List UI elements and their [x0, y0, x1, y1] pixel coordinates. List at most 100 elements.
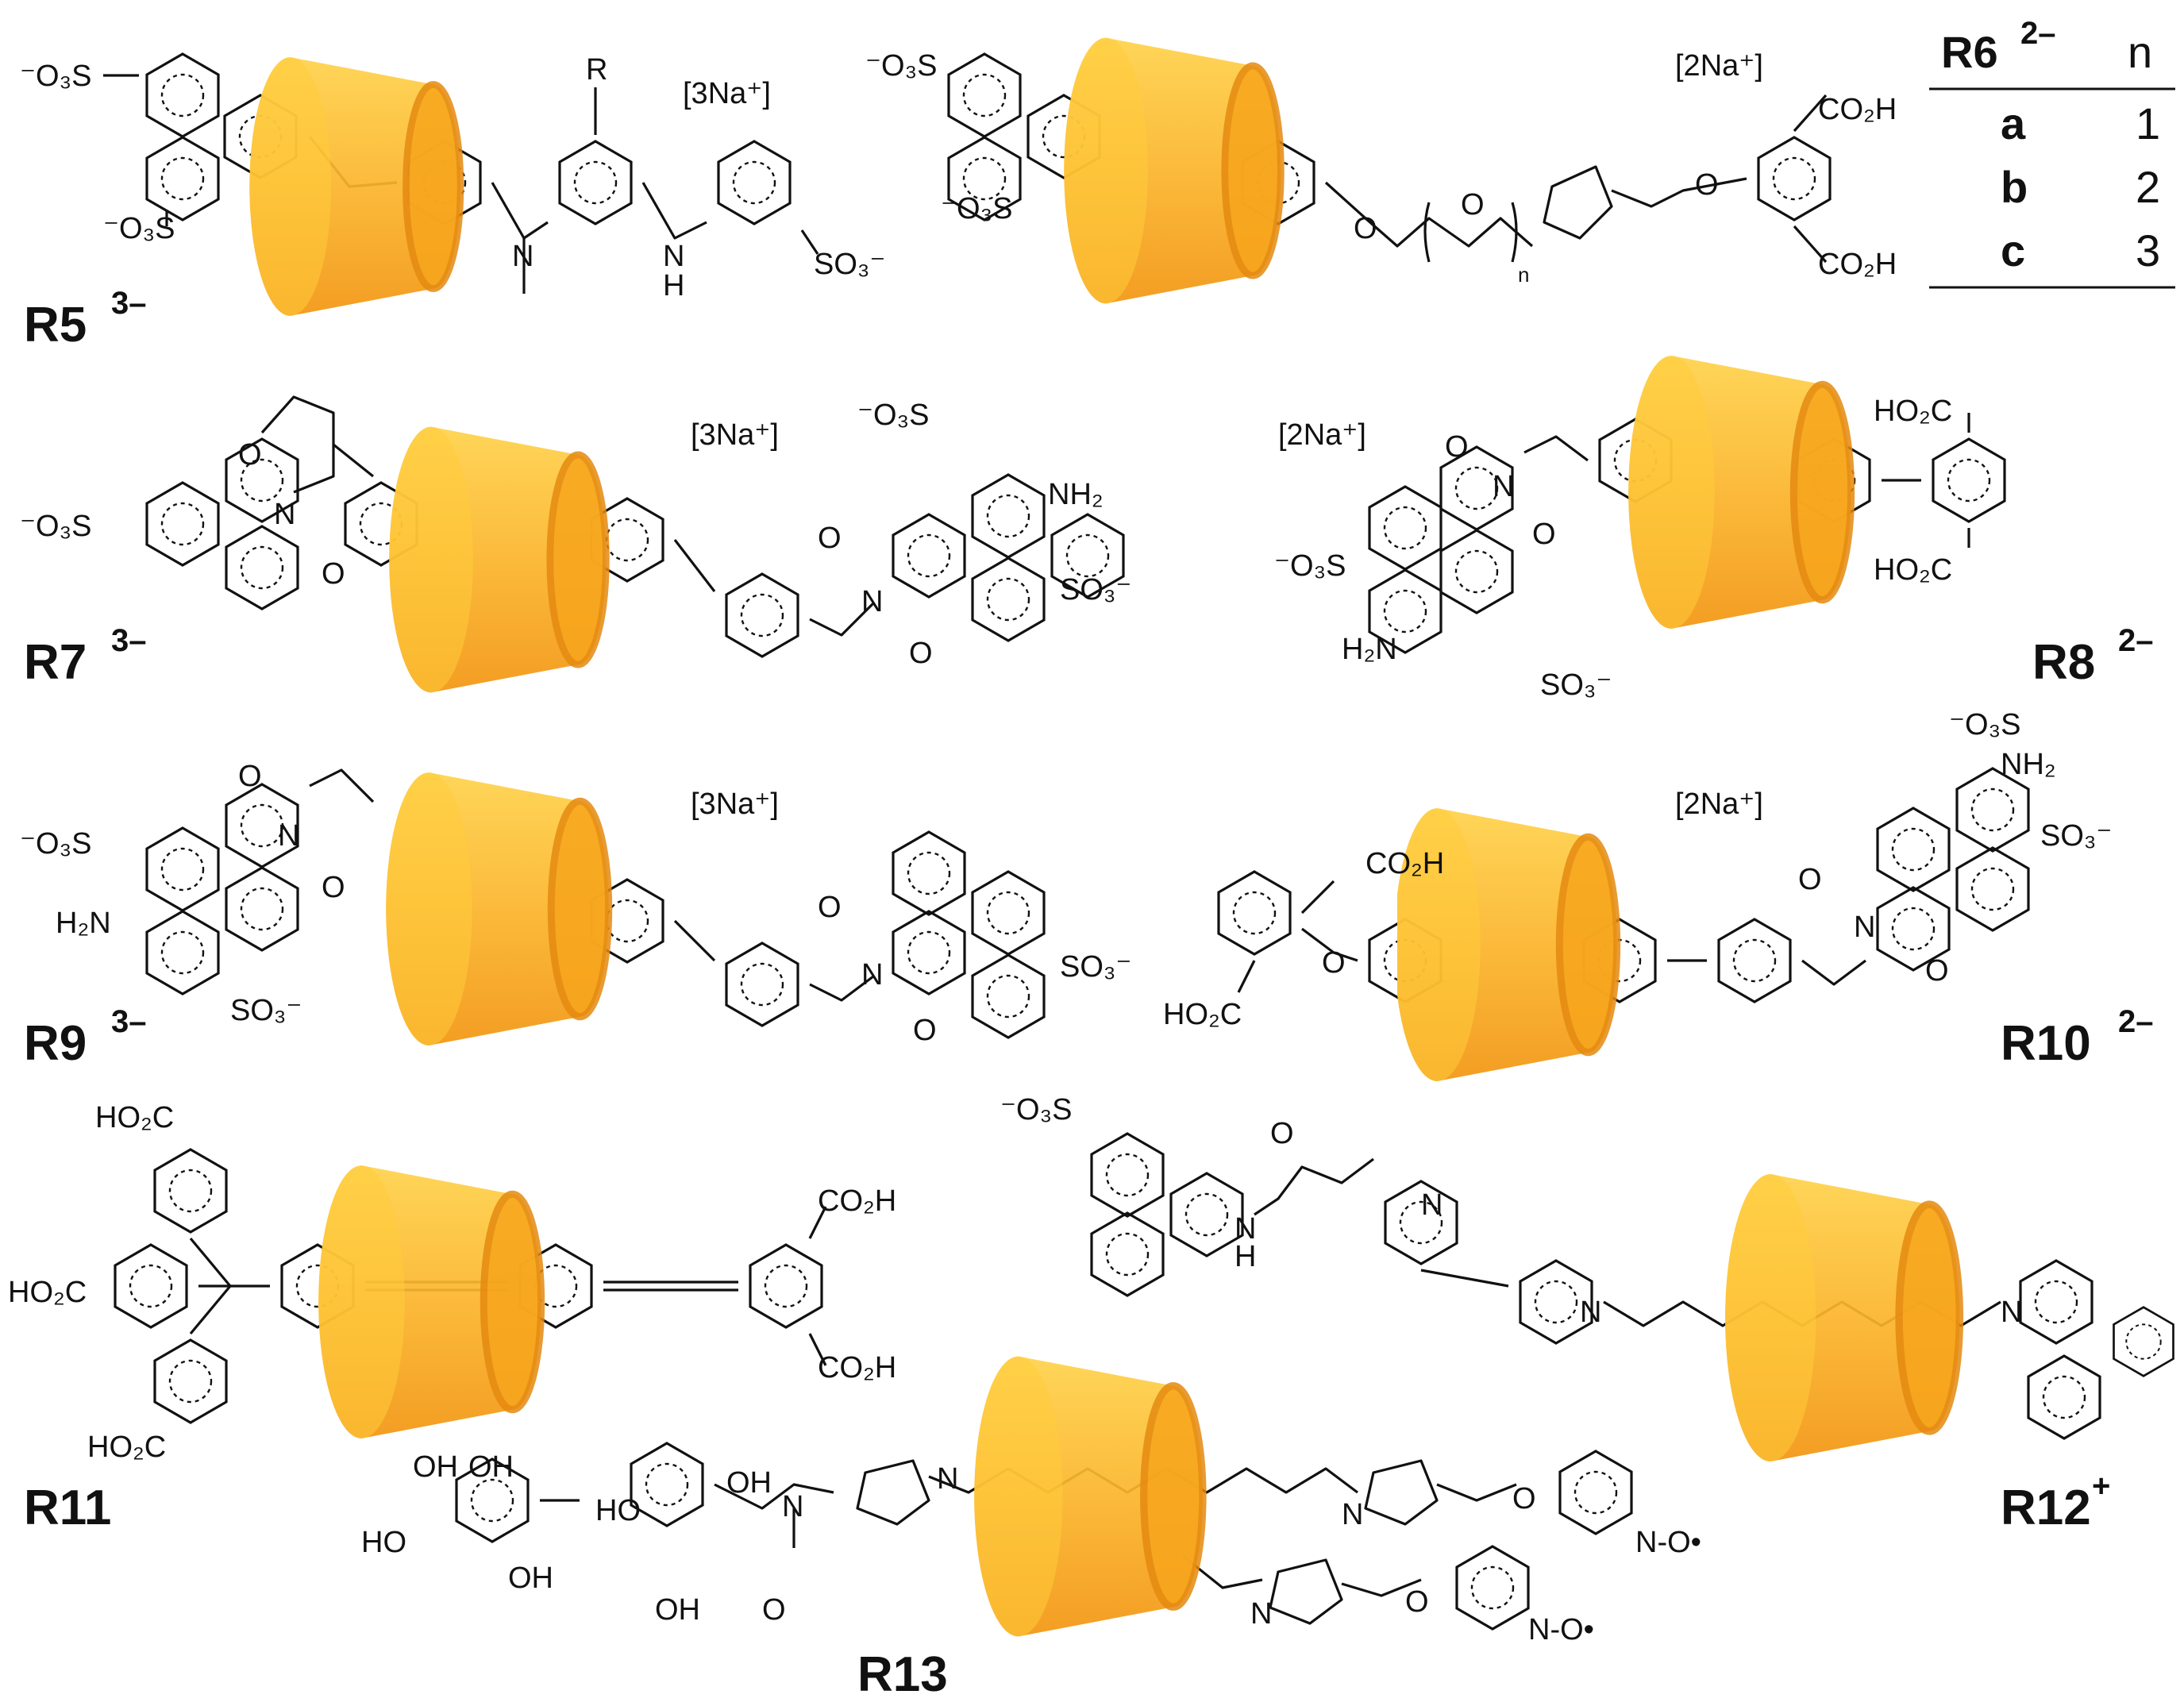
- r8-h2n: H₂N: [1342, 633, 1397, 666]
- r8-n-imide: N: [1493, 470, 1514, 503]
- r5-nh-h: H: [663, 269, 684, 302]
- r13-oh-5: OH: [655, 1593, 700, 1627]
- r6-so3-bottom: ⁻O₃S: [941, 192, 1012, 225]
- r8-charge: 2–: [2118, 623, 2154, 658]
- r5-n-methyl: N: [512, 240, 533, 273]
- r9-o-right-top: O: [818, 891, 842, 924]
- r8-label: R8: [2032, 635, 2095, 690]
- r5-so3-right: SO₃⁻: [814, 248, 885, 281]
- r6-so3-top: ⁻O₃S: [865, 49, 937, 83]
- r13-noxyl-2: N-O•: [1528, 1613, 1594, 1646]
- r7-so3-right: SO₃⁻: [1060, 573, 1131, 607]
- r12-o-amide: O: [1270, 1117, 1294, 1150]
- r5-nh: N: [663, 240, 684, 273]
- r10-so3-top: ⁻O₃S: [1949, 708, 2020, 741]
- table-row-c-variant: c: [2001, 225, 2025, 275]
- r10-o-bottom: O: [1925, 954, 1949, 988]
- r10-nh2: NH₂: [2001, 748, 2056, 781]
- r12-so3-top: ⁻O₃S: [1000, 1093, 1072, 1126]
- molecule-r7: ⁻O₃S O N O ⁻O₃S NH₂ O N O SO₃⁻ [3Na⁺] R7…: [20, 395, 1131, 692]
- r9-so3-bottom: SO₃⁻: [230, 994, 302, 1027]
- molecule-r11: HO₂C HO₂C HO₂C CO₂H CO₂H R11: [8, 1101, 896, 1535]
- molecule-r8: [2Na⁺] O N O ⁻O₃S H₂N SO₃⁻ HO₂C HO₂C R8 …: [1274, 356, 2154, 702]
- r11-co2h-bottom: CO₂H: [818, 1351, 896, 1384]
- r7-o-right-top: O: [818, 522, 842, 555]
- r7-n-imide: N: [274, 498, 295, 531]
- r13-o-acetyl: O: [762, 1593, 786, 1627]
- r5-so3-top: ⁻O₃S: [20, 60, 91, 93]
- r9-charge: 3–: [111, 1004, 147, 1039]
- r6-peg-n: n: [1518, 263, 1529, 287]
- r7-charge: 3–: [111, 623, 147, 658]
- r10-counterion: [2Na⁺]: [1675, 788, 1763, 821]
- r6-aryl-o: O: [1695, 168, 1719, 202]
- r9-so3-left: ⁻O₃S: [20, 827, 91, 861]
- r13-n-triazole-1: N: [937, 1462, 958, 1496]
- table-row-a-n: 1: [2136, 98, 2160, 148]
- r7-n-right: N: [861, 585, 883, 618]
- r13-oh-2: OH: [468, 1450, 514, 1484]
- r9-n-right: N: [861, 958, 883, 992]
- r13-n-acetamide: N: [782, 1490, 803, 1523]
- r9-so3-right: SO₃⁻: [1060, 950, 1131, 984]
- r6-counterion: [2Na⁺]: [1675, 49, 1763, 83]
- r5-label: R5: [24, 298, 87, 352]
- table-row-c-n: 3: [2136, 225, 2160, 275]
- r13-noxyl-1: N-O•: [1635, 1526, 1701, 1559]
- r11-co2h-top: CO₂H: [818, 1184, 896, 1218]
- r12-nh-h: H: [1235, 1240, 1256, 1273]
- r13-o-ether-1: O: [1512, 1482, 1536, 1515]
- r8-o-top: O: [1445, 430, 1469, 464]
- r9-counterion: [3Na⁺]: [691, 788, 779, 821]
- r12-nh: N: [1235, 1212, 1256, 1246]
- r10-o-ether: O: [1322, 946, 1346, 980]
- r10-o-top: O: [1798, 863, 1822, 896]
- r11-ho2c-left: HO₂C: [8, 1276, 87, 1309]
- r11-label: R11: [24, 1481, 111, 1535]
- r9-label: R9: [24, 1016, 87, 1071]
- r11-ho2c-top: HO₂C: [95, 1101, 174, 1134]
- r10-label: R10: [2001, 1016, 2091, 1071]
- molecule-r6: ⁻O₃S ⁻O₃S O O n O CO₂H CO₂H [2Na⁺]: [865, 38, 1897, 304]
- table-header-charge: 2–: [2020, 16, 2056, 51]
- molecule-r10: CO₂H HO₂C O [2Na⁺] ⁻O₃S NH₂ SO₃⁻ O N O R…: [1163, 708, 2154, 1081]
- r13-label: R13: [857, 1647, 948, 1702]
- r10-charge: 2–: [2118, 1004, 2154, 1039]
- r6-co2h-top: CO₂H: [1818, 93, 1897, 126]
- r6-variant-table: R6 2– n a 1 b 2 c 3: [1929, 16, 2175, 289]
- molecule-r9: ⁻O₃S H₂N O N O SO₃⁻ [3Na⁺] O N O SO₃⁻ R9…: [20, 760, 1131, 1071]
- r5-counterion: [3Na⁺]: [683, 77, 771, 110]
- r7-label: R7: [24, 635, 87, 690]
- r9-o-bottom: O: [322, 871, 345, 904]
- r9-o-top: O: [238, 760, 262, 793]
- r10-n-imide: N: [1854, 911, 1875, 944]
- table-row-b-variant: b: [2001, 162, 2028, 212]
- r7-nh2: NH₂: [1048, 478, 1104, 511]
- molecule-r13: OH OH HO HO OH OH OH N O N N O N-O• N O …: [361, 1357, 1701, 1702]
- r11-ho2c-bottom: HO₂C: [87, 1431, 166, 1464]
- r7-counterion: [3Na⁺]: [691, 418, 779, 452]
- r8-o-bottom: O: [1532, 518, 1556, 551]
- r9-h2n: H₂N: [56, 907, 111, 940]
- r7-o-bottom: O: [322, 557, 345, 591]
- r10-so3-right: SO₃⁻: [2040, 819, 2112, 853]
- r10-co2h-top: CO₂H: [1365, 847, 1444, 880]
- r13-oh-3: OH: [726, 1466, 772, 1500]
- table-row-b-n: 2: [2136, 162, 2160, 212]
- r12-n-pyridinium-2: N: [1580, 1296, 1601, 1329]
- r12-n-pyridinium-1: N: [1421, 1188, 1443, 1222]
- molecule-r5: ⁻O₃S ⁻O₃S R N N H SO₃⁻ [3Na⁺] R5 3–: [20, 52, 885, 352]
- r5-charge: 3–: [111, 286, 147, 321]
- molecule-r12: ⁻O₃S O N H N N N R12 +: [1000, 1093, 2174, 1535]
- r12-label: R12: [2001, 1481, 2091, 1535]
- r12-n-carbazole: N: [2001, 1296, 2022, 1329]
- r9-n-imide: N: [278, 819, 299, 853]
- r8-ho2c-top: HO₂C: [1874, 395, 1952, 428]
- r10-ho2c-left: HO₂C: [1163, 998, 1242, 1031]
- r13-oh-4: OH: [508, 1562, 553, 1595]
- table-header-compound: R6: [1941, 27, 1998, 77]
- r6-co2h-bottom: CO₂H: [1818, 248, 1897, 281]
- r5-r-substituent: R: [586, 53, 607, 87]
- r8-so3-bottom: SO₃⁻: [1540, 668, 1612, 702]
